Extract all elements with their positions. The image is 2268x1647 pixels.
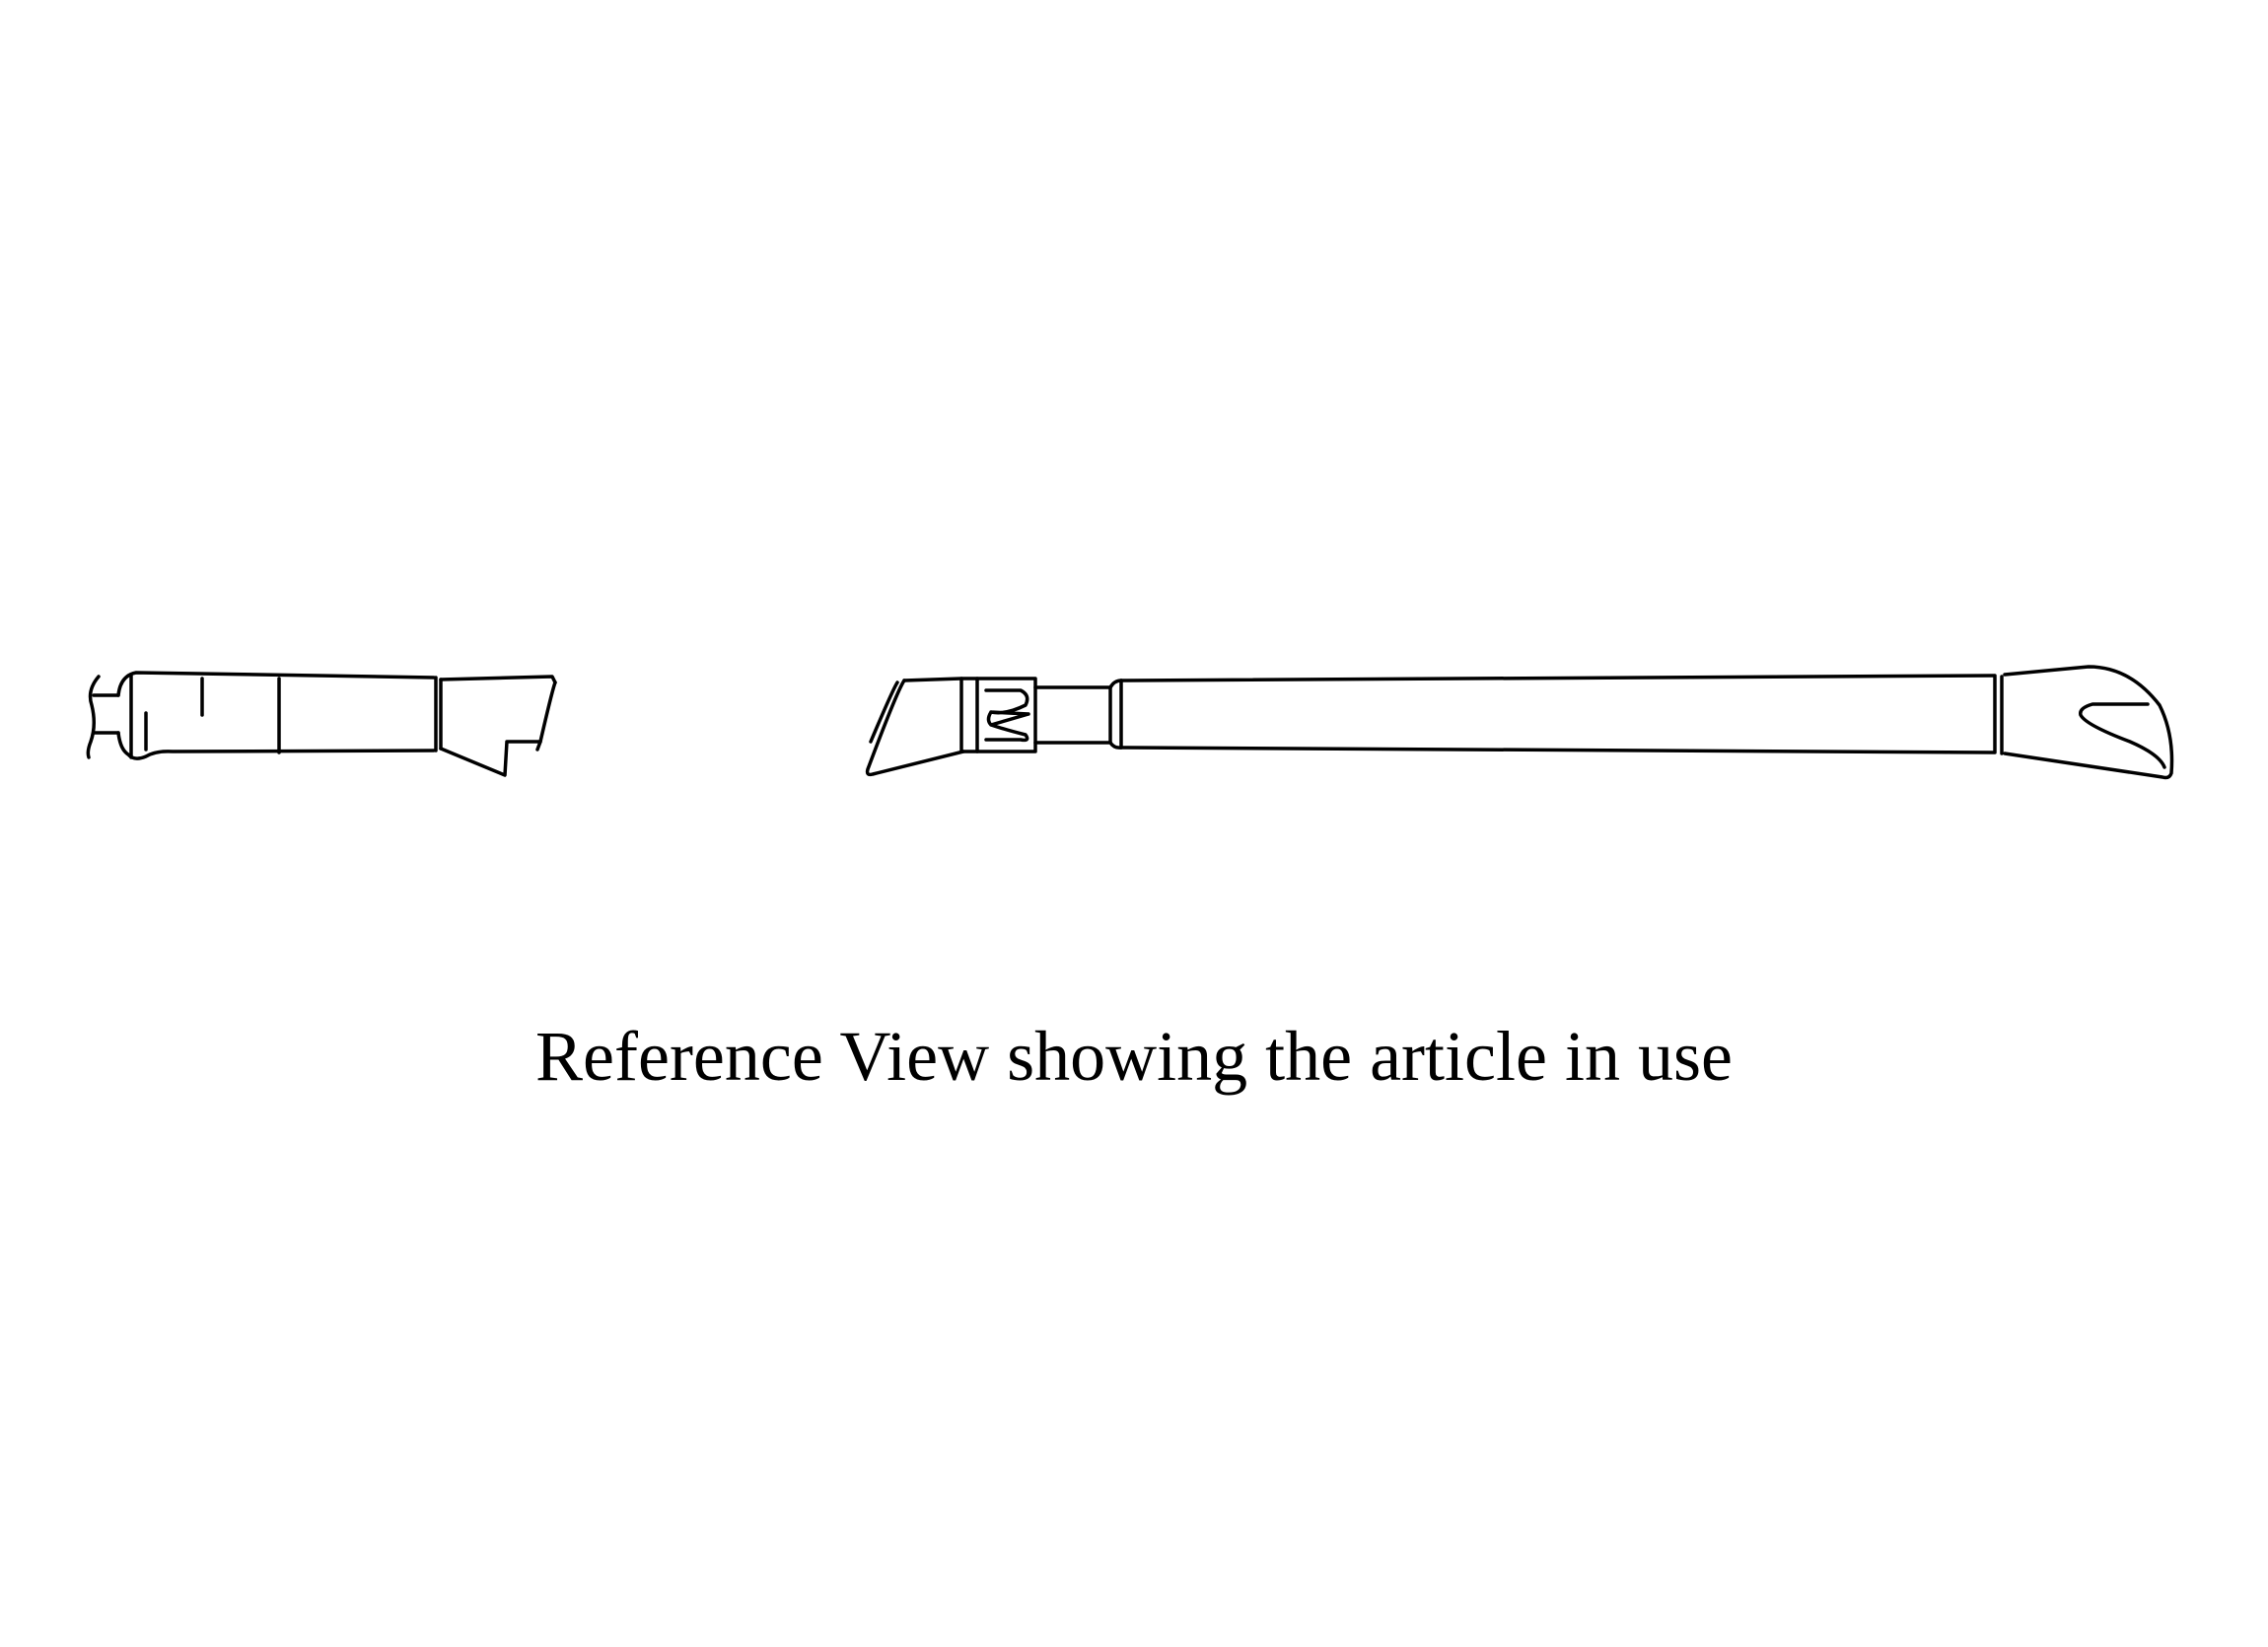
trigger [868, 680, 963, 774]
trigger-edge [871, 682, 897, 742]
cut-line-left [88, 677, 99, 757]
rod-blank [1035, 676, 1994, 752]
butt-stub [94, 695, 118, 733]
rod-butt-end [88, 673, 434, 758]
seat-body [441, 677, 555, 775]
main-blank [1121, 676, 1994, 752]
seat-top [904, 679, 961, 680]
tip-hook [2081, 704, 2164, 767]
trigger-inner [537, 682, 555, 750]
spring-coil [986, 690, 1028, 740]
reel-seat [436, 677, 963, 775]
ferrule [961, 679, 1035, 752]
figure-caption: Reference View showing the article in us… [0, 1016, 2268, 1098]
thin-section [1035, 687, 1110, 743]
butt-cap [118, 673, 434, 758]
rod-tip [1995, 667, 2172, 778]
